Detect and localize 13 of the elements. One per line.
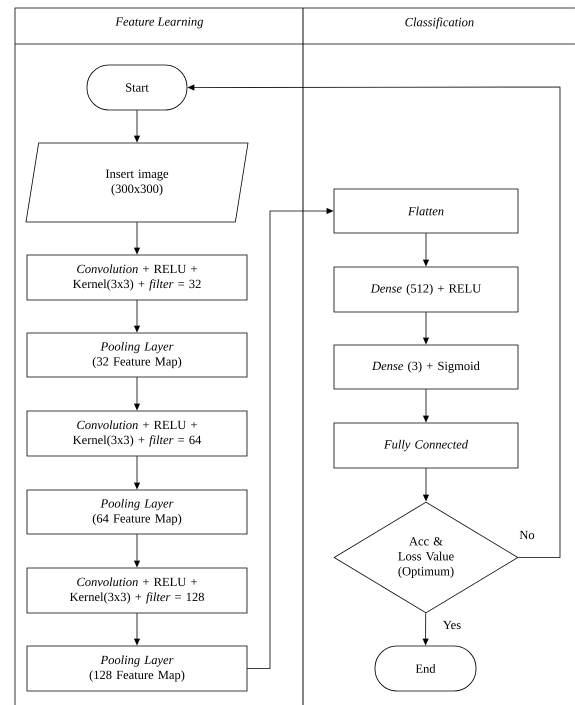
edge-label: No xyxy=(518,530,536,540)
process-box: Dense (3) + Sigmoid xyxy=(334,344,518,390)
process-box: Convolution + RELU + Kernel(3x3) + filter = 64 xyxy=(26,410,248,456)
process-box: Convolution + RELU + Kernel(3x3) + filter = 128 xyxy=(26,568,248,614)
process-box: Pooling Layer (32 Feature Map) xyxy=(26,332,248,378)
process-box: Pooling Layer (64 Feature Map) xyxy=(26,490,248,534)
process-box: Flatten xyxy=(334,188,518,234)
edge-label: Yes xyxy=(442,620,462,630)
process-box: Dense (512) + RELU xyxy=(334,266,518,312)
process-box: Convolution + RELU + Kernel(3x3) + filter = 32 xyxy=(26,254,248,300)
input-parallelogram: Insert image (300x300) xyxy=(26,142,248,222)
process-box: Fully Connected xyxy=(334,422,518,468)
process-box: Pooling Layer (128 Feature Map) xyxy=(26,646,248,692)
